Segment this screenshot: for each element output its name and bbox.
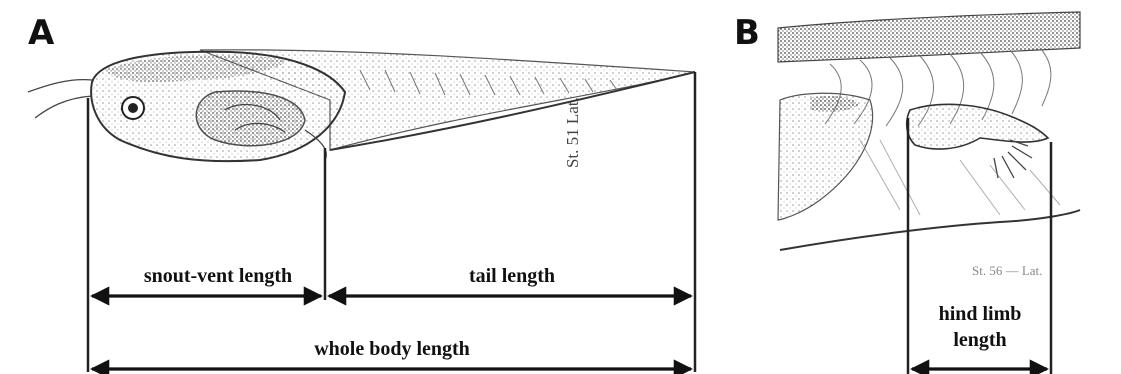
eye-pupil xyxy=(128,103,138,113)
panel-a-stage: St. 51 Lat. xyxy=(563,97,582,168)
hind-limb-label-line1: hind limb xyxy=(939,303,1022,325)
hindlimb-illustration xyxy=(778,12,1080,250)
barbel-lower xyxy=(35,96,92,118)
whole-body-label: whole body length xyxy=(314,338,470,360)
fin-rays xyxy=(860,140,1060,215)
panel-a: A St. 51 Lat. xyxy=(28,13,695,372)
tail-length-label: tail length xyxy=(469,265,555,287)
tail-fin-edge xyxy=(780,210,1080,250)
panel-a-letter: A xyxy=(28,13,55,53)
panel-b-stage-label: St. 56 — Lat. xyxy=(972,263,1042,278)
tadpole-illustration xyxy=(28,50,695,161)
hind-limb-label-line2: length xyxy=(953,329,1006,351)
panel-b-letter: B xyxy=(734,13,760,53)
barbel-upper xyxy=(28,80,92,92)
panel-b: B St. 56 — Lat. hind limb length xyxy=(734,12,1080,374)
hind-limb-toes xyxy=(994,140,1032,178)
snout-vent-label: snout-vent length xyxy=(144,265,292,287)
hind-limb xyxy=(907,104,1048,149)
body-section xyxy=(778,93,873,220)
dorsal-band xyxy=(778,12,1080,62)
panel-a-stage-label: St. 51 Lat. xyxy=(563,97,582,168)
